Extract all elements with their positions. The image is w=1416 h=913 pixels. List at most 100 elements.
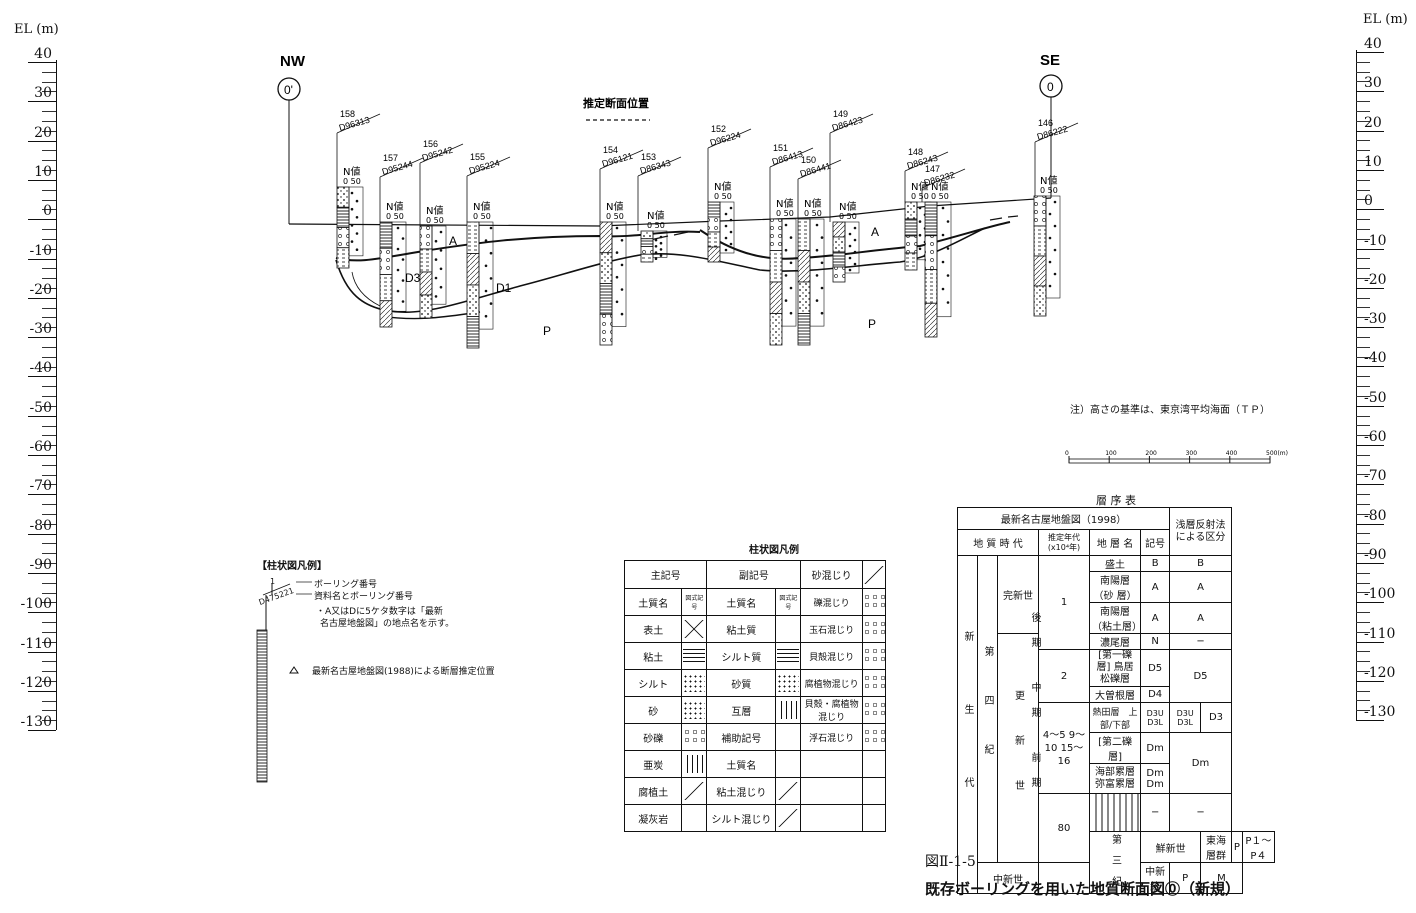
axis-minor-tick — [42, 425, 56, 427]
borehole-layer — [707, 246, 721, 263]
axis-tick-label: 0 — [43, 203, 52, 220]
axis-tick-mark — [1356, 484, 1384, 486]
legend-cell: 砂礫 — [623, 723, 683, 751]
legend-symbol-cell — [775, 804, 802, 832]
axis-tick-mark — [28, 297, 56, 299]
n-value-point — [1053, 224, 1057, 228]
n-value-scale: 0 50 — [647, 221, 665, 230]
axis-minor-tick — [42, 464, 56, 466]
axis-tick-label: -70 — [1364, 468, 1387, 485]
n-value-point — [853, 226, 857, 230]
axis-minor-tick — [42, 189, 56, 191]
legend-sym-header: 図式記号 — [681, 588, 708, 616]
borehole-label-line — [829, 113, 874, 134]
n-value-point — [620, 239, 624, 242]
borehole-number: 149 — [833, 109, 848, 119]
layer-label-p2: P — [868, 317, 876, 331]
borehole-number: 150 — [801, 155, 816, 165]
axis-tick-mark — [28, 219, 56, 221]
n-value-point — [941, 206, 945, 210]
legend-cell: 土質名 — [706, 588, 777, 616]
strat-miocene: 中新世 — [977, 862, 1039, 894]
borehole-layer — [419, 225, 433, 250]
n-value-point — [484, 314, 488, 318]
n-value-point — [350, 207, 354, 211]
borehole-layer — [336, 186, 350, 208]
legend-cell: 粘土 — [623, 642, 683, 670]
n-value-point — [350, 191, 354, 195]
axis-minor-tick — [1356, 690, 1370, 692]
axis-tick-mark — [1356, 445, 1384, 446]
n-value-point — [729, 242, 733, 246]
strat-period-label: 後 期 — [1029, 612, 1040, 654]
n-value-point — [654, 251, 658, 254]
axis-tick-label: -100 — [20, 596, 52, 613]
legend-cell: 土質名 — [623, 588, 683, 616]
borehole-layer — [832, 266, 846, 283]
axis-tick-mark — [28, 455, 56, 456]
axis-minor-tick — [42, 238, 56, 240]
n-value-point — [1053, 200, 1057, 204]
n-value-point — [620, 312, 624, 316]
axis-minor-tick — [42, 484, 56, 486]
n-value-label: N値 — [343, 165, 360, 178]
boundary-a-base-east — [699, 221, 1011, 260]
strat-layer: 濃尾層 — [1088, 633, 1142, 650]
legend-symbol-cell — [775, 723, 802, 751]
n-value-label: N値 — [839, 200, 856, 213]
legend-symbol — [777, 728, 799, 746]
legend-symbol-cell — [681, 615, 708, 643]
legend-symbol-cell — [681, 669, 708, 697]
layer-label-p1: P — [543, 324, 551, 338]
borehole-layer — [466, 316, 480, 349]
legend-cell: シルト — [623, 669, 683, 697]
axis-minor-tick — [42, 602, 56, 604]
n-value-point — [941, 260, 945, 264]
n-value-scale: 0 50 — [386, 212, 404, 221]
axis-tick-label: 30 — [1364, 75, 1382, 92]
legend-row: 粘土シルト質貝殻混じり — [623, 642, 886, 670]
axis-minor-tick — [42, 631, 56, 633]
axis-tick-label: -90 — [1364, 546, 1387, 563]
axis-minor-tick — [1356, 533, 1370, 535]
strat-pliocene: 鮮新世 — [1140, 831, 1202, 863]
legend-cell: 腐植土 — [623, 777, 683, 805]
n-value-label: N値 — [473, 200, 490, 213]
axis-minor-tick — [1356, 425, 1370, 427]
axis-minor-tick — [1356, 395, 1370, 397]
n-value-point — [853, 238, 857, 242]
borehole-layer — [640, 230, 654, 240]
legend-sample-column — [256, 581, 312, 783]
n-value-point — [434, 276, 438, 280]
axis-tick-mark — [1356, 405, 1384, 407]
borehole-label-line — [599, 149, 644, 170]
axis-minor-tick — [42, 405, 56, 407]
legend-symbol-cell — [862, 723, 886, 751]
legend-symbol — [683, 647, 706, 665]
strat-holocene: 完新世 — [997, 555, 1039, 634]
strat-h-symbol: 記号 — [1140, 529, 1171, 556]
axis-minor-tick — [42, 150, 56, 152]
borehole-layer — [640, 253, 654, 263]
legend-row: 表土粘土質玉石混じり — [623, 615, 886, 643]
legend-row: 凝灰岩シルト混じり — [623, 804, 886, 832]
borehole-layer — [419, 248, 433, 273]
axis-minor-tick — [42, 160, 56, 162]
n-value-label: N値 — [647, 209, 664, 222]
legend-symbol-cell — [862, 696, 886, 724]
borehole-layer — [707, 201, 721, 218]
axis-minor-tick — [42, 710, 56, 712]
axis-minor-tick — [1356, 386, 1370, 388]
axis-minor-tick — [1356, 110, 1370, 112]
n-value-point — [789, 261, 793, 265]
n-value-point — [350, 224, 354, 227]
n-value-box — [844, 221, 860, 274]
n-value-point — [615, 300, 619, 304]
strat-table-title: 層 序 表 — [1096, 494, 1136, 507]
axis-tick-mark — [1356, 209, 1384, 211]
borehole-layer — [466, 253, 480, 286]
